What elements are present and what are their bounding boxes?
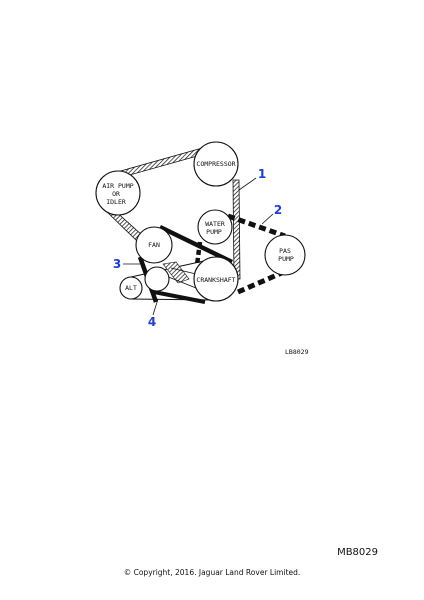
compressor-label: COMPRESSOR	[196, 160, 235, 168]
crankshaft-pulley: CRANKSHAFT	[193, 256, 239, 302]
crankshaft-label: CRANKSHAFT	[196, 276, 235, 284]
callout-3: 3	[113, 257, 140, 271]
copyright-notice: © Copyright, 2016. Jaguar Land Rover Lim…	[123, 568, 301, 577]
document-id: MB8029	[337, 547, 378, 558]
callout-1-number: 1	[258, 167, 266, 181]
figure-reference: LB8029	[285, 348, 309, 356]
callout-2: 2	[261, 203, 282, 225]
pas-pump-label-2: PUMP	[278, 255, 294, 263]
fan-label: FAN	[148, 241, 160, 249]
air-pump-label-1: AIR PUMP	[102, 182, 133, 190]
air-pump-pulley: AIR PUMP OR IDLER	[95, 170, 141, 216]
idler-pulley	[144, 266, 170, 292]
air-pump-label-2: OR	[112, 190, 120, 198]
tensioner-bracket	[162, 261, 197, 289]
compressor-pulley: COMPRESSOR	[193, 141, 239, 187]
alt-label: ALT	[125, 284, 137, 292]
pas-pump-label-1: PAS	[279, 247, 291, 255]
air-pump-label-3: IDLER	[106, 198, 126, 206]
callout-3-number: 3	[113, 257, 121, 271]
fan-pulley: FAN	[135, 226, 173, 264]
callout-2-number: 2	[274, 203, 282, 217]
callout-4-number: 4	[148, 315, 156, 329]
belt-1-compressor	[105, 144, 241, 280]
callout-4: 4	[148, 298, 159, 329]
water-pump-pulley: WATER PUMP	[197, 209, 233, 245]
pas-pump-pulley: PAS PUMP	[264, 234, 306, 276]
water-pump-label-1: WATER	[205, 220, 225, 228]
alt-pulley: ALT	[119, 276, 143, 300]
callout-1: 1	[238, 167, 266, 191]
water-pump-label-2: PUMP	[206, 228, 222, 236]
